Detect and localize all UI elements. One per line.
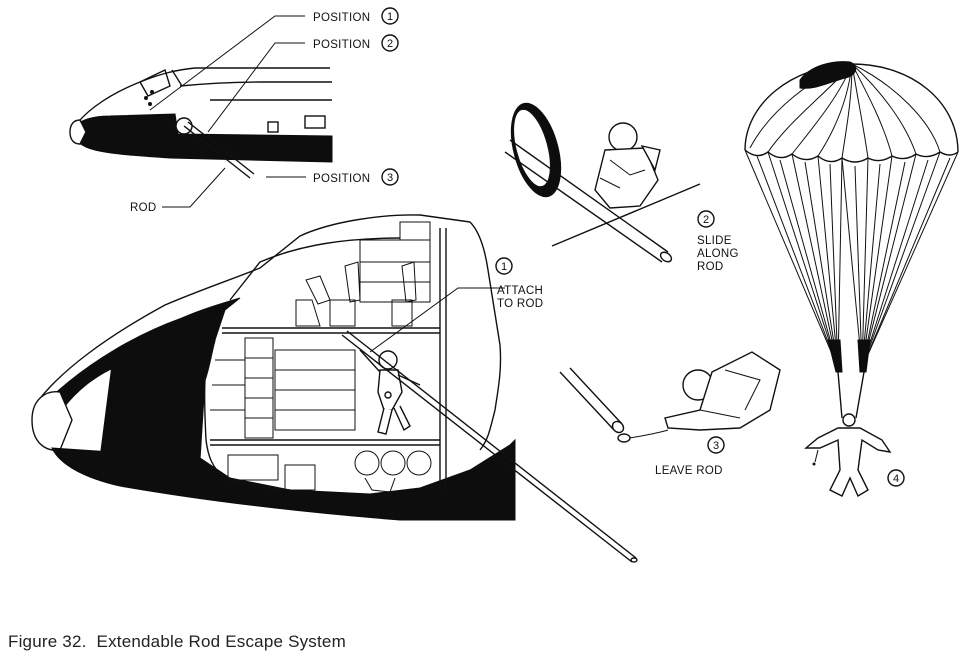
attach-label-line1: ATTACH — [497, 285, 543, 297]
slide-along-rod-illustration — [504, 102, 701, 263]
figure-number: Figure 32. — [8, 632, 87, 651]
position-3-label: POSITION — [313, 173, 370, 185]
crew-member-attached — [359, 349, 421, 435]
position-2-number: 2 — [387, 38, 393, 50]
orbiter-side-view — [69, 15, 333, 208]
position-2-label: POSITION — [313, 39, 370, 51]
step-4-number: 4 — [893, 473, 899, 485]
cutaway-crew-compartment — [31, 214, 638, 563]
figure-caption: Figure 32. Extendable Rod Escape System — [8, 632, 356, 652]
step-1-number: 1 — [501, 261, 507, 273]
parachute-illustration — [744, 61, 959, 498]
slide-label-line3: ROD — [697, 261, 723, 273]
leave-rod-illustration — [559, 351, 781, 443]
leave-rod-label: LEAVE ROD — [655, 465, 723, 477]
position-3-number: 3 — [387, 172, 393, 184]
position-1-label: POSITION — [313, 12, 370, 24]
slide-label-line1: SLIDE — [697, 235, 732, 247]
step-2-number: 2 — [703, 214, 709, 226]
figure-title: Extendable Rod Escape System — [96, 632, 346, 651]
position-1-number: 1 — [387, 11, 393, 23]
step-3-number: 3 — [713, 440, 719, 452]
rod-label: ROD — [130, 202, 156, 214]
attach-label-line2: TO ROD — [497, 298, 543, 310]
slide-label-line2: ALONG — [697, 248, 739, 260]
